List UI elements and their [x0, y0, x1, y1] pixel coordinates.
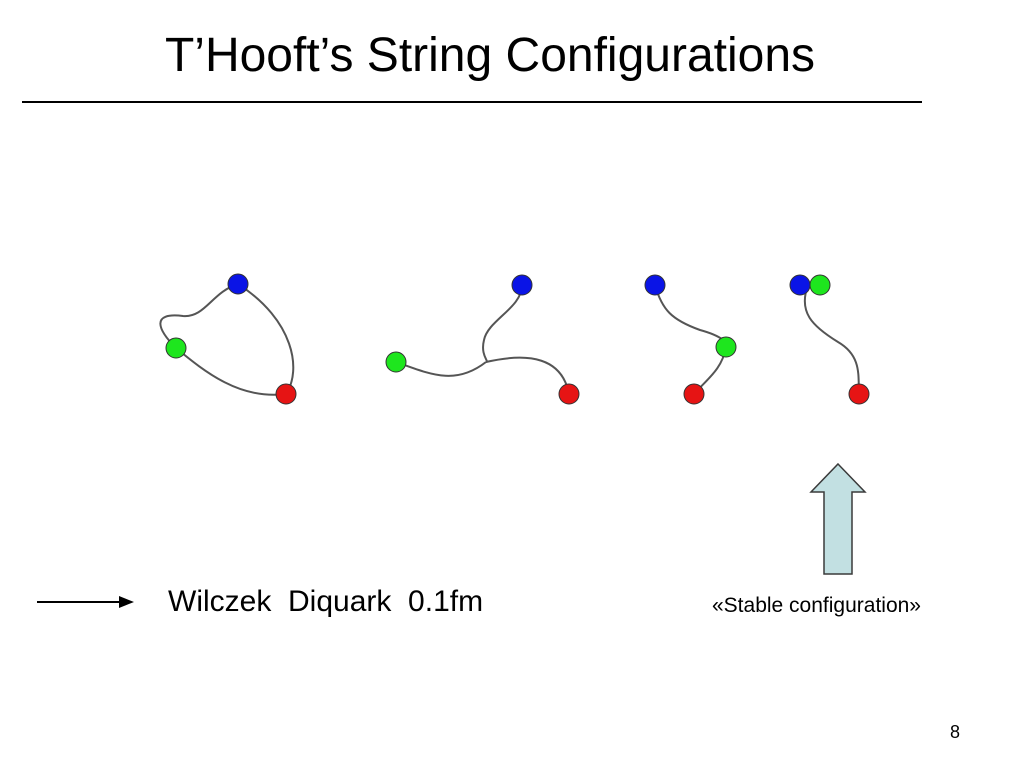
stable-configuration-label: «Stable configuration»	[712, 594, 921, 617]
string-line	[395, 361, 487, 377]
quark-red	[558, 383, 580, 405]
quark-blue	[227, 273, 249, 295]
configuration-diquark-stable	[789, 274, 870, 405]
diquark-caption: Wilczek Diquark 0.1fm	[168, 585, 484, 618]
string-line	[159, 283, 295, 396]
slide-title: T’Hooft’s String Configurations	[164, 29, 816, 82]
quark-red	[848, 383, 870, 405]
string-line	[485, 356, 570, 395]
quark-red	[275, 383, 297, 405]
configuration-chain	[644, 274, 737, 405]
quark-green	[165, 337, 187, 359]
string-line	[654, 284, 728, 395]
configuration-y-junction	[385, 274, 580, 405]
string-line	[482, 284, 523, 363]
up-arrow-icon	[809, 462, 867, 575]
quark-blue	[644, 274, 666, 296]
quark-green	[809, 274, 831, 296]
quark-blue	[511, 274, 533, 296]
quark-red	[683, 383, 705, 405]
configuration-closed-loop	[159, 273, 297, 405]
quark-blue	[789, 274, 811, 296]
quark-green	[385, 351, 407, 373]
quark-green	[715, 336, 737, 358]
title-divider	[22, 101, 922, 103]
page-number: 8	[950, 722, 961, 742]
string-line	[803, 284, 860, 395]
right-arrow-icon	[37, 596, 134, 608]
